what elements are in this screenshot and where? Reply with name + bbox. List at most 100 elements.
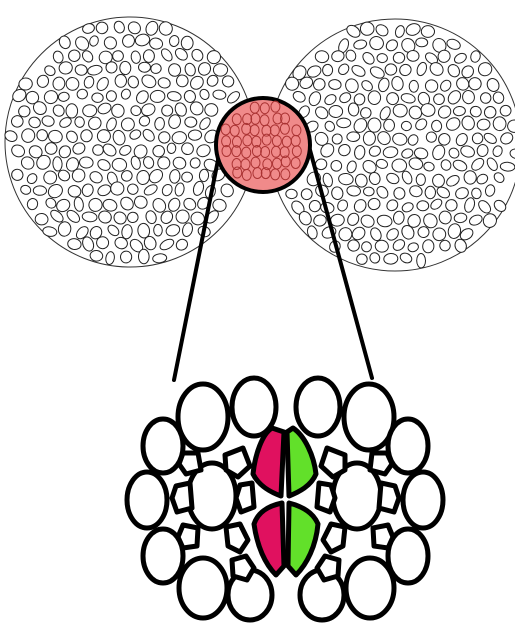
- small-cell: [171, 155, 187, 171]
- small-cell: [432, 92, 447, 106]
- small-cell: [408, 184, 423, 198]
- small-cell: [88, 169, 104, 185]
- small-cell: [165, 223, 182, 238]
- small-cell: [453, 106, 466, 116]
- small-cell: [361, 241, 373, 253]
- small-cell: [88, 35, 100, 48]
- small-cell: [425, 131, 438, 144]
- small-cell: [88, 198, 103, 213]
- small-cell: [338, 173, 354, 186]
- small-cell: [213, 63, 228, 76]
- small-cell: [363, 131, 376, 146]
- small-cell: [384, 119, 395, 131]
- small-cell: [19, 184, 31, 196]
- small-cell: [363, 187, 374, 196]
- cell: [179, 453, 201, 474]
- small-cell: [142, 183, 158, 197]
- small-cell: [476, 144, 489, 158]
- small-cell: [354, 145, 366, 160]
- small-cell: [58, 92, 70, 103]
- small-cell: [423, 161, 435, 172]
- cell: [236, 483, 254, 512]
- small-cell: [393, 104, 408, 118]
- small-cell: [346, 211, 361, 227]
- green-cells: [287, 428, 318, 575]
- small-cell: [445, 173, 461, 188]
- small-cell: [467, 76, 483, 92]
- small-cell: [120, 251, 132, 263]
- small-cell: [83, 75, 95, 89]
- magnified-cell-cluster: [127, 378, 443, 620]
- small-cell: [397, 62, 413, 78]
- small-cell: [500, 162, 515, 172]
- small-cell: [90, 250, 104, 262]
- small-cell: [152, 145, 165, 158]
- small-cell: [212, 89, 226, 100]
- small-cell: [81, 22, 95, 34]
- small-cell: [53, 157, 63, 172]
- small-cell: [306, 225, 319, 240]
- small-cell: [132, 194, 149, 211]
- small-cell: [499, 131, 515, 147]
- small-cell: [219, 182, 236, 199]
- small-cell: [406, 133, 420, 147]
- small-cell: [313, 214, 328, 228]
- small-cell: [27, 115, 42, 129]
- small-cell: [18, 77, 33, 91]
- small-cell: [368, 144, 382, 158]
- small-cell: [190, 47, 205, 63]
- small-cell: [475, 172, 489, 185]
- small-cell: [382, 146, 398, 159]
- small-cell: [44, 196, 58, 210]
- small-cell: [445, 37, 461, 51]
- small-cell: [96, 157, 112, 172]
- small-cell: [167, 90, 182, 102]
- cell: [178, 384, 228, 450]
- small-cell: [452, 158, 469, 173]
- cell: [323, 524, 345, 552]
- small-cell: [111, 104, 125, 118]
- small-cell: [167, 143, 176, 154]
- small-cell: [492, 90, 506, 104]
- small-cell: [101, 142, 118, 159]
- small-cell: [74, 64, 88, 76]
- small-cell: [485, 156, 499, 172]
- small-cell: [392, 51, 406, 64]
- small-cell: [459, 144, 476, 159]
- small-cell: [447, 146, 461, 160]
- small-cell: [492, 116, 506, 131]
- small-cell: [80, 49, 95, 64]
- small-cell: [154, 117, 165, 131]
- small-cell: [119, 61, 131, 75]
- small-cell: [431, 120, 442, 133]
- small-cell: [81, 183, 95, 198]
- small-cell: [285, 189, 297, 199]
- small-cell: [472, 133, 483, 144]
- cell: [232, 556, 254, 580]
- small-cell: [480, 92, 492, 104]
- small-cell: [174, 237, 189, 252]
- small-cell: [337, 118, 351, 128]
- small-cell: [169, 169, 181, 184]
- small-cell: [375, 158, 388, 169]
- small-cell: [161, 104, 173, 116]
- small-cell: [416, 38, 428, 47]
- small-cell: [136, 170, 150, 185]
- small-cell: [391, 158, 407, 172]
- small-cell: [41, 115, 56, 128]
- small-cell: [507, 119, 515, 133]
- small-cell: [57, 221, 71, 237]
- small-cell: [76, 88, 88, 99]
- small-cell: [168, 63, 181, 77]
- small-cell: [313, 104, 330, 121]
- small-cell: [158, 237, 175, 252]
- small-cell: [181, 36, 193, 49]
- small-cell: [454, 212, 468, 223]
- small-cell: [415, 61, 428, 77]
- small-cell: [96, 101, 112, 116]
- small-cell: [126, 19, 143, 36]
- small-cell: [329, 105, 343, 117]
- small-cell: [138, 62, 150, 72]
- small-cell: [446, 62, 462, 79]
